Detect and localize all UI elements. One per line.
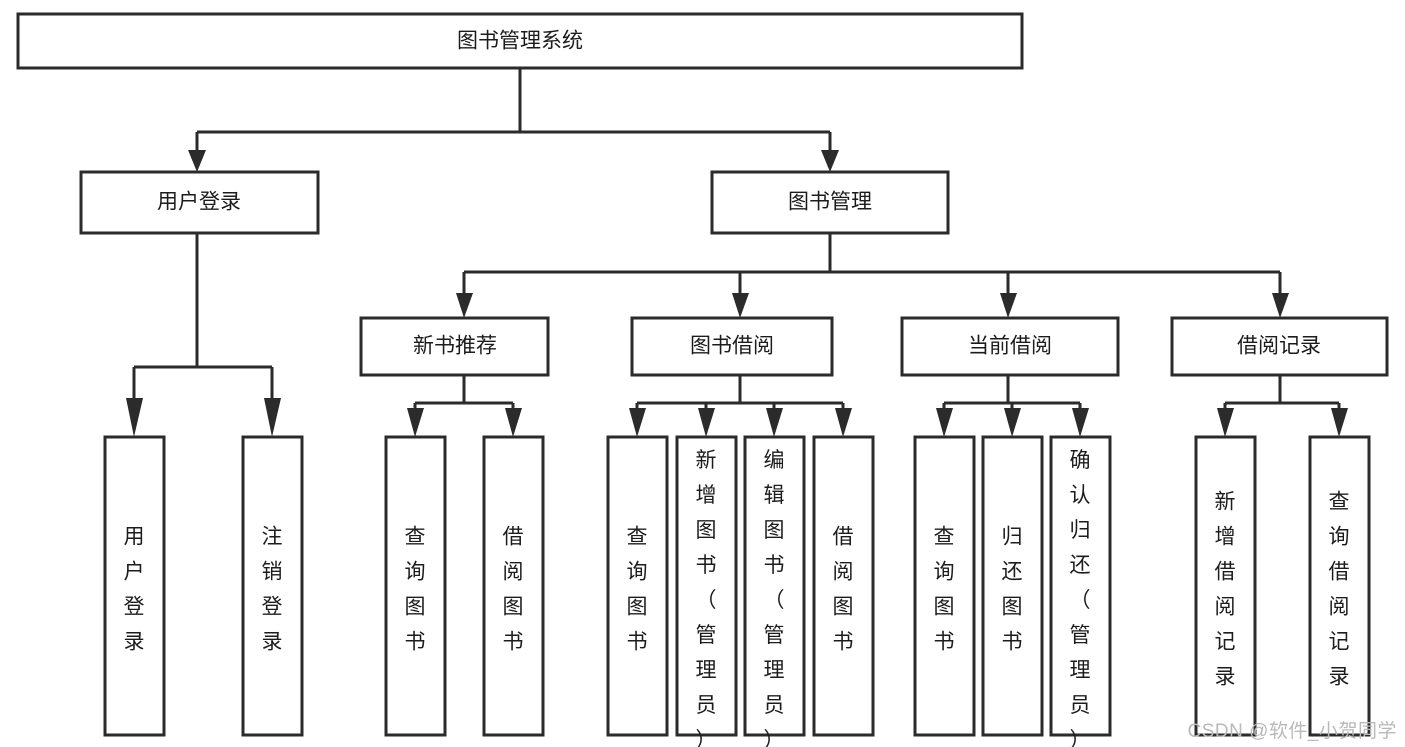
node-borrow-record-box[interactable] <box>1170 316 1389 377</box>
arrow-head-bb-leaf-4 <box>835 408 852 437</box>
leaf-bb-add-book-label: 新增图书（管理员） <box>696 449 717 747</box>
node-user-login-label: 用户登录 <box>157 191 241 214</box>
leaf-logout-label: 注销登录 <box>262 525 283 653</box>
leaf-bb-query-book-box[interactable] <box>606 435 669 737</box>
arrow-head-cb-leaf-1 <box>936 408 953 437</box>
node-book-management-box[interactable] <box>710 170 950 235</box>
leaf-node[interactable]: 注销登录 <box>241 435 304 737</box>
arrow-head-cb-leaf-2 <box>1004 408 1021 437</box>
leaf-br-query-record-box[interactable] <box>1308 435 1371 737</box>
node-book-borrow-box[interactable] <box>630 316 834 377</box>
leaf-node[interactable]: 用户登录 <box>103 435 166 737</box>
leaf-cb-query-book-box[interactable] <box>913 435 976 737</box>
node-borrow-record[interactable]: 借阅记录 <box>1170 316 1389 377</box>
leaf-nb-borrow-book-box[interactable] <box>482 435 545 737</box>
arrow-head-new-book-rec <box>456 293 473 318</box>
connector-userlogin-to-leaves <box>126 233 281 437</box>
node-book-management-label: 图书管理 <box>788 191 872 214</box>
leaf-bb-query-book-label: 查询图书 <box>627 525 648 653</box>
arrow-head-book-manage <box>821 150 839 172</box>
leaf-node[interactable]: 新增图书（管理员） <box>675 435 738 747</box>
connector-newbook-to-leaves <box>407 375 522 437</box>
node-user-login-box[interactable] <box>79 170 320 235</box>
leaf-node[interactable]: 确认归还（管理员） <box>1049 435 1112 747</box>
node-user-login[interactable]: 用户登录 <box>79 170 320 235</box>
arrow-head-leaf-logout <box>264 398 281 437</box>
node-root-label: 图书管理系统 <box>457 30 583 53</box>
leaf-node[interactable]: 归还图书 <box>981 435 1044 737</box>
arrow-head-user-login <box>188 150 206 172</box>
arrow-head-nb-leaf-2 <box>505 408 522 437</box>
arrow-head-br-leaf-2 <box>1331 408 1348 437</box>
leaf-nb-query-book-label: 查询图书 <box>405 525 426 653</box>
leaf-cb-confirm-return-label: 确认归还（管理员） <box>1070 449 1091 747</box>
leaf-user-login-box[interactable] <box>103 435 166 737</box>
leaf-node[interactable]: 查询图书 <box>606 435 669 737</box>
arrow-head-br-leaf-1 <box>1217 408 1234 437</box>
leaf-cb-query-book-label: 查询图书 <box>934 525 955 653</box>
connector-root-to-level2 <box>188 68 839 172</box>
arrow-head-bb-leaf-3 <box>766 408 783 437</box>
node-current-borrow-box[interactable] <box>900 316 1120 377</box>
node-book-management[interactable]: 图书管理 <box>710 170 950 235</box>
csdn-watermark: CSDN @软件_小贺同学 <box>1187 721 1397 742</box>
leaf-node[interactable]: 新增借阅记录 <box>1194 435 1257 737</box>
node-book-borrow-label: 图书借阅 <box>690 335 774 358</box>
node-root-box[interactable] <box>16 12 1024 70</box>
node-new-book-recommend-box[interactable] <box>359 316 550 377</box>
arrow-head-leaf-user-login <box>126 398 143 437</box>
node-borrow-record-label: 借阅记录 <box>1237 335 1321 358</box>
leaf-node[interactable]: 查询借阅记录 <box>1308 435 1371 737</box>
node-current-borrow-label: 当前借阅 <box>968 335 1052 358</box>
leaf-bb-add-book-box[interactable] <box>675 435 738 737</box>
leaf-node[interactable]: 借阅图书 <box>812 435 875 737</box>
leaf-bb-borrow-book-label: 借阅图书 <box>833 525 854 653</box>
leaf-cb-return-book-box[interactable] <box>981 435 1044 737</box>
connector-bookborrow-to-leaves <box>629 375 852 437</box>
arrow-head-borrow-record <box>1272 293 1289 318</box>
leaf-nb-query-book-box[interactable] <box>384 435 447 737</box>
leaf-bb-edit-book-label: 编辑图书（管理员） <box>764 449 785 747</box>
node-new-book-recommend-label: 新书推荐 <box>413 335 497 358</box>
arrow-head-bb-leaf-1 <box>629 408 646 437</box>
arrow-head-current-borrow <box>1000 293 1017 318</box>
leaf-cb-confirm-return-box[interactable] <box>1049 435 1112 737</box>
node-book-borrow[interactable]: 图书借阅 <box>630 316 834 377</box>
arrow-head-nb-leaf-1 <box>407 408 424 437</box>
leaf-user-login-label: 用户登录 <box>124 525 145 653</box>
leaf-node[interactable]: 编辑图书（管理员） <box>743 435 806 747</box>
leaf-br-query-record-label: 查询借阅记录 <box>1329 490 1350 688</box>
arrow-head-book-borrow <box>732 293 749 318</box>
leaf-node[interactable]: 查询图书 <box>384 435 447 737</box>
arrow-head-bb-leaf-2 <box>698 408 715 437</box>
connector-borrowrecord-to-leaves <box>1217 375 1348 437</box>
node-current-borrow[interactable]: 当前借阅 <box>900 316 1120 377</box>
leaf-br-add-record-label: 新增借阅记录 <box>1215 490 1236 688</box>
node-new-book-recommend[interactable]: 新书推荐 <box>359 316 550 377</box>
leaf-logout-box[interactable] <box>241 435 304 737</box>
leaf-br-add-record-box[interactable] <box>1194 435 1257 737</box>
node-root[interactable]: 图书管理系统 <box>16 12 1024 70</box>
arrow-head-cb-leaf-3 <box>1072 408 1089 437</box>
leaf-nb-borrow-book-label: 借阅图书 <box>503 525 524 653</box>
connector-bookmanage-to-level3 <box>456 233 1289 318</box>
leaf-bb-edit-book-box[interactable] <box>743 435 806 737</box>
leaf-cb-return-book-label: 归还图书 <box>1002 525 1023 653</box>
leaf-bb-borrow-book-box[interactable] <box>812 435 875 737</box>
leaf-node[interactable]: 借阅图书 <box>482 435 545 737</box>
connector-currentborrow-to-leaves <box>936 375 1089 437</box>
leaf-node[interactable]: 查询图书 <box>913 435 976 737</box>
